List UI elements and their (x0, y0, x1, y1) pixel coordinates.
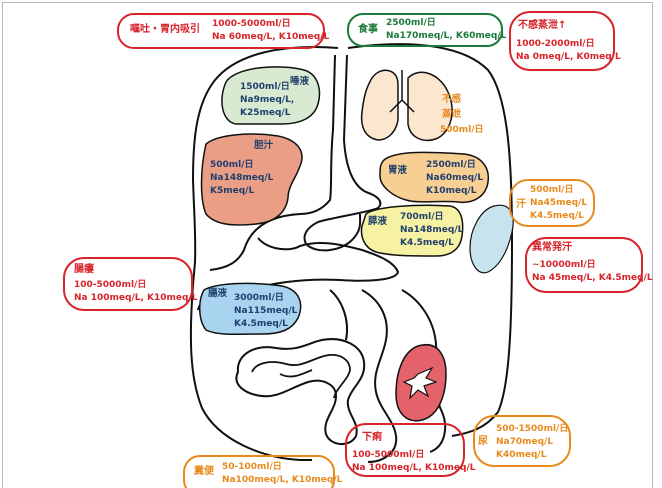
vomit-volume: 1000-5000ml/日 (212, 19, 291, 30)
sweat-k: K4.5meq/L (530, 211, 584, 222)
sweat-blob (470, 205, 513, 273)
abnormal-sweat-title: 異常発汗 (532, 242, 572, 255)
stool-volume: 50-100ml/日 (222, 462, 282, 473)
bile-na: Na148meq/L (210, 173, 273, 184)
fistula-title: 腸瘻 (74, 264, 94, 277)
diarrhea-title: 下痢 (362, 432, 382, 445)
intestine-k: K4.5meq/L (234, 319, 288, 330)
lumen-wall-4 (330, 290, 347, 340)
fistula-volume: 100-5000ml/日 (74, 280, 146, 291)
bile-volume: 500ml/日 (210, 160, 254, 171)
stomach-title: 胃液 (388, 165, 407, 177)
stool-electrolytes: Na100meq/L, K10meq/L (222, 475, 342, 486)
stomach-na: Na60meq/L (426, 173, 483, 184)
insensible-electrolytes: Na 0meq/L, K0meq/L (516, 52, 621, 63)
insensible-title: 不感蒸泄↑ (518, 20, 566, 33)
diarrhea-electrolytes: Na 100meq/L, K10meq/L (352, 463, 475, 474)
urine-na: Na70meq/L (496, 437, 553, 448)
intestine-title: 腸液 (208, 288, 227, 300)
urine-k: K40meq/L (496, 450, 546, 461)
stomach-volume: 2500ml/日 (426, 160, 476, 171)
saliva-volume: 1500ml/日 (240, 82, 290, 93)
sweat-volume: 500ml/日 (530, 185, 574, 196)
saliva-na: Na9meq/L, (240, 95, 294, 106)
sweat-title: 汗 (516, 199, 526, 212)
saliva-title: 唾液 (290, 76, 309, 88)
lung-title-2: 蒸泄 (442, 109, 461, 121)
vomit-electrolytes: Na 60meq/L, K10meq/L (212, 32, 329, 43)
intestine-volume: 3000ml/日 (234, 293, 284, 304)
abnormal-sweat-volume: ~10000ml/日 (532, 260, 596, 271)
insensible-volume: 1000-2000ml/日 (516, 39, 595, 50)
urine-volume: 500-1500ml/日 (496, 424, 568, 435)
stool-title: 糞便 (194, 466, 214, 479)
food-electrolytes: Na170meq/L, K60meq/L (386, 31, 506, 42)
pancreas-title: 膵液 (368, 216, 387, 228)
food-title: 食事 (358, 24, 378, 37)
intestine-na: Na115meq/L (234, 306, 297, 317)
urine-title: 尿 (478, 436, 488, 449)
sweat-na: Na45meq/L (530, 198, 587, 209)
bile-title: 胆汁 (254, 140, 273, 152)
food-volume: 2500ml/日 (386, 18, 436, 29)
diarrhea-volume: 100-5000ml/日 (352, 450, 424, 461)
pancreas-na: Na148meq/L (400, 225, 463, 236)
bile-k: K5meq/L (210, 186, 254, 197)
small-intestine-coils (236, 339, 364, 444)
lung-volume: 500ml/日 (440, 125, 484, 136)
vomit-title: 嘔吐・胃内吸引 (130, 24, 200, 37)
pancreas-k: K4.5meq/L (400, 238, 454, 249)
lung-title-1: 不感 (442, 94, 461, 106)
abnormal-sweat-electrolytes: Na 45meq/L, K4.5meq/L (532, 273, 653, 284)
saliva-k: K25meq/L (240, 108, 290, 119)
pancreas-volume: 700ml/日 (400, 212, 444, 223)
fistula-electrolytes: Na 100meq/L, K10meq/L (74, 293, 197, 304)
stomach-k: K10meq/L (426, 186, 476, 197)
